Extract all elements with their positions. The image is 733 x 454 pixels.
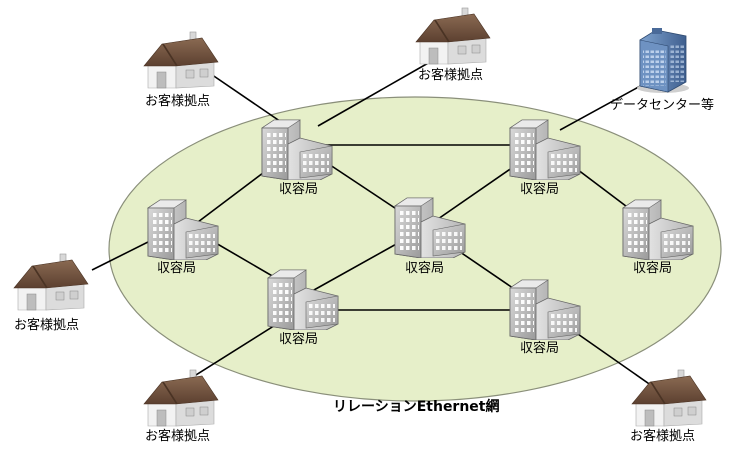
house-icon <box>415 7 491 65</box>
customer-label: お客様拠点 <box>14 318 80 333</box>
house-icon <box>631 369 707 427</box>
station-label: 収容局 <box>279 332 319 347</box>
customer-label: お客様拠点 <box>630 429 696 444</box>
station-label: 収容局 <box>520 341 560 356</box>
house-icon <box>143 369 219 427</box>
station-label: 収容局 <box>633 261 673 276</box>
network-caption: リレーションEthernet網 <box>333 399 500 415</box>
house-icon <box>13 253 89 311</box>
datacenter-tower-icon <box>637 28 689 93</box>
customer-label: お客様拠点 <box>145 94 211 109</box>
link-customer-nw <box>204 69 291 129</box>
station-label: 収容局 <box>520 182 560 197</box>
house-icon <box>143 31 219 89</box>
station-label: 収容局 <box>405 261 445 276</box>
station-label: 収容局 <box>279 182 319 197</box>
customer-label: お客様拠点 <box>145 429 211 444</box>
datacenter-label: データセンター等 <box>610 98 715 113</box>
customer-label: お客様拠点 <box>418 68 484 83</box>
link-customer-n <box>317 61 431 127</box>
station-label: 収容局 <box>157 261 197 276</box>
